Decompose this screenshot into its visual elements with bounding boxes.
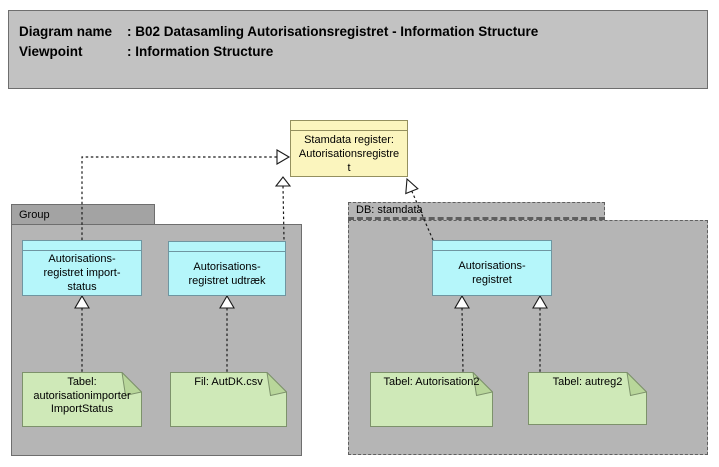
realization-arrowhead-icon	[405, 177, 419, 195]
diagram-name-value: : B02 Datasamling Autorisationsregistret…	[127, 24, 539, 39]
diagram-title-box: Diagram name : B02 Datasamling Autorisat…	[8, 10, 708, 89]
note-tabel-autorisationimporter-importstatus: Tabel: autorisationimporter ImportStatus	[22, 372, 142, 427]
object-header-band	[169, 242, 285, 252]
diagram-name-label: Diagram name	[19, 24, 113, 39]
db-stamdata-container-label: DB: stamdata	[356, 204, 423, 216]
note-autorisation2-text: Tabel: Autorisation2	[383, 376, 480, 388]
viewpoint-label: Viewpoint	[19, 44, 83, 59]
note-shape-icon	[528, 372, 647, 425]
realization-arrowhead-icon	[274, 176, 292, 187]
note-importstatus-text: Tabel: autorisationimporter ImportStatus	[33, 376, 131, 415]
object-autorisationsregistret: Autorisations- registret	[432, 240, 552, 296]
note-autreg2-text: Tabel: autreg2	[552, 376, 623, 388]
object-header-band	[291, 121, 407, 131]
db-stamdata-container-tab: DB: stamdata	[348, 202, 605, 220]
note-fil-autdk-text: Fil: AutDK.csv	[194, 376, 263, 388]
diagram-name-row: Diagram name : B02 Datasamling Autorisat…	[19, 22, 707, 42]
object-udtraek-label: Autorisations- registret udtræk	[188, 260, 266, 287]
note-shape-icon	[170, 372, 287, 427]
note-shape-icon	[370, 372, 493, 427]
note-tabel-autorisation2: Tabel: Autorisation2	[370, 372, 493, 427]
object-autorisationsregistret-label: Autorisations- registret	[458, 260, 526, 286]
object-stamdata-register: Stamdata register: Autorisationsregistre…	[290, 120, 408, 177]
object-header-band	[433, 241, 551, 251]
object-autorisationsregistret-importstatus: Autorisations- registret import- status	[22, 240, 142, 296]
group-container-label: Group	[19, 208, 50, 221]
object-stamdata-register-label: Stamdata register: Autorisationsregistre…	[298, 133, 400, 174]
note-shape-icon	[22, 372, 142, 427]
note-tabel-autreg2: Tabel: autreg2	[528, 372, 647, 425]
object-importstatus-label: Autorisations- registret import- status	[43, 253, 121, 293]
realization-arrowhead-icon	[276, 149, 291, 165]
object-header-band	[23, 241, 141, 251]
group-container-tab: Group	[11, 204, 155, 224]
object-autorisationsregistret-udtraek: Autorisations- registret udtræk	[168, 241, 286, 296]
viewpoint-value: : Information Structure	[127, 44, 274, 59]
note-fil-autdk-csv: Fil: AutDK.csv	[170, 372, 287, 427]
viewpoint-row: Viewpoint : Information Structure	[19, 42, 707, 62]
